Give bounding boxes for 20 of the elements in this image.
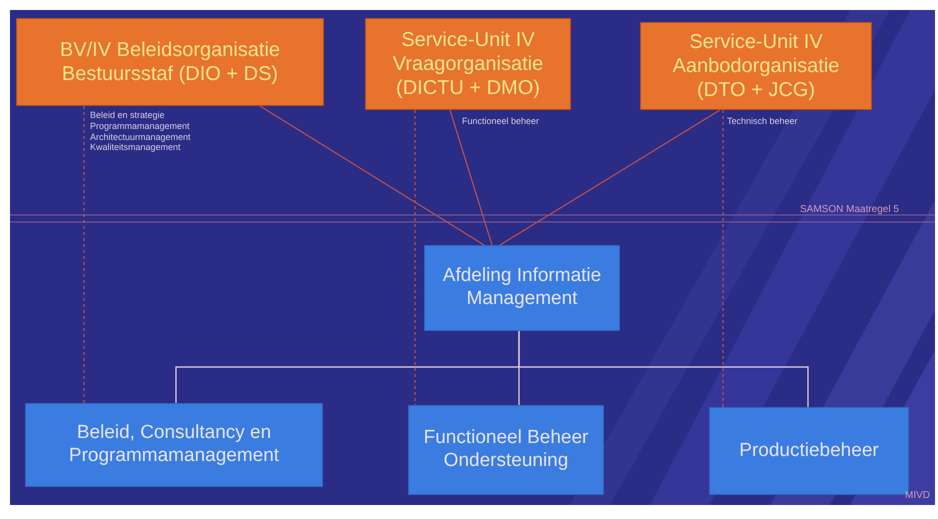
- connector-line: [260, 106, 484, 246]
- task-label: Technisch beheer: [727, 116, 798, 127]
- task-label: Functioneel beheer: [462, 116, 540, 127]
- task-label: Beleid en strategie: [90, 110, 166, 121]
- department-box: Functioneel Beheer Ondersteuning: [408, 405, 604, 495]
- dashed-connector: [722, 110, 724, 407]
- connector-line: [449, 110, 493, 246]
- department-box: Afdeling Informatie Management: [424, 245, 620, 331]
- dashed-connector: [83, 106, 85, 403]
- task-label: Programmamanagement: [90, 120, 191, 132]
- task-label: Architectuurmanagement: [90, 132, 191, 142]
- unit-box: Service-Unit IV Aanbodorganisatie (DTO + JCG): [640, 22, 872, 110]
- department-box: Beleid, Consultancy en Programmamanagement: [25, 403, 323, 487]
- connector-line: [518, 331, 809, 407]
- dashed-connector: [414, 110, 416, 405]
- unit-box: Service-Unit IV Vraagorganisatie (DICTU + DMO): [365, 18, 571, 110]
- connector-line: [500, 109, 720, 246]
- unit-box: BV/IV Beleidsorganisatie Bestuursstaf (DIO + DS): [16, 18, 324, 106]
- note-label: SAMSON Maatregel 5: [800, 204, 899, 215]
- task-label: Kwaliteitsmanagement: [90, 142, 182, 154]
